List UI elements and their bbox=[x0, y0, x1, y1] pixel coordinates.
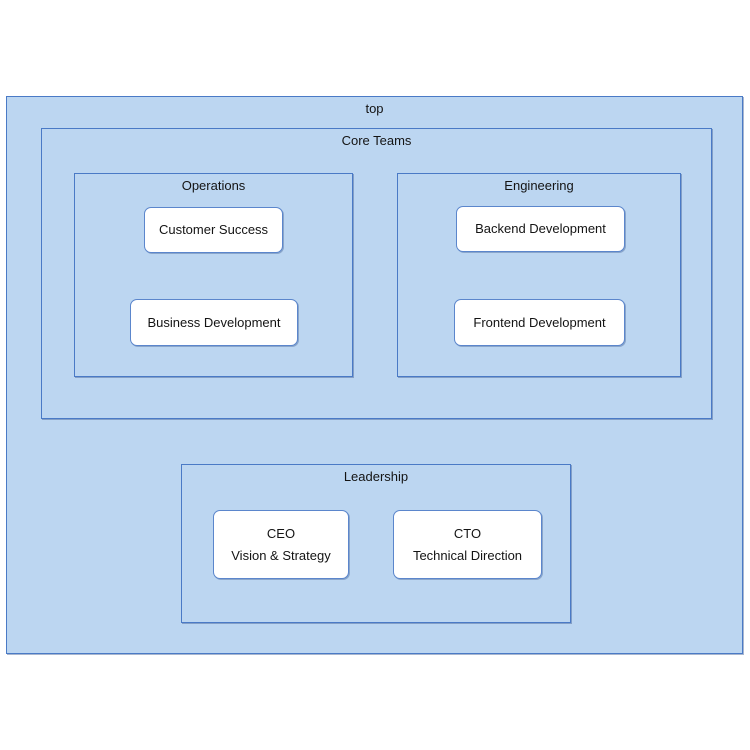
container-top: top Core Teams Operations Customer Succe… bbox=[6, 96, 743, 654]
node-ceo: CEO Vision & Strategy bbox=[213, 510, 349, 579]
node-customer-success-label: Customer Success bbox=[158, 222, 269, 237]
container-operations: Operations Customer Success Business Dev… bbox=[74, 173, 353, 377]
node-backend-development-label: Backend Development bbox=[475, 221, 606, 236]
container-core-teams: Core Teams Operations Customer Success B… bbox=[41, 128, 712, 419]
node-cto-subtitle: Technical Direction bbox=[412, 547, 523, 563]
node-ceo-subtitle: Vision & Strategy bbox=[231, 547, 331, 563]
container-core-teams-label: Core Teams bbox=[341, 133, 412, 148]
node-frontend-development-label: Frontend Development bbox=[473, 314, 606, 330]
node-backend-development: Backend Development bbox=[456, 206, 625, 252]
container-engineering-label: Engineering bbox=[504, 178, 574, 193]
container-leadership: Leadership CEO Vision & Strategy CTO Tec… bbox=[181, 464, 571, 623]
container-top-label: top bbox=[365, 101, 384, 116]
container-leadership-label: Leadership bbox=[343, 469, 409, 484]
container-engineering: Engineering Backend Development Frontend… bbox=[397, 173, 681, 377]
node-business-development-label: Business Development bbox=[147, 314, 281, 330]
node-cto-title: CTO bbox=[453, 525, 482, 541]
node-customer-success: Customer Success bbox=[144, 207, 283, 253]
node-ceo-title: CEO bbox=[266, 525, 296, 541]
node-business-development: Business Development bbox=[130, 299, 298, 346]
node-cto: CTO Technical Direction bbox=[393, 510, 542, 579]
node-frontend-development: Frontend Development bbox=[454, 299, 625, 346]
container-operations-label: Operations bbox=[181, 178, 246, 193]
